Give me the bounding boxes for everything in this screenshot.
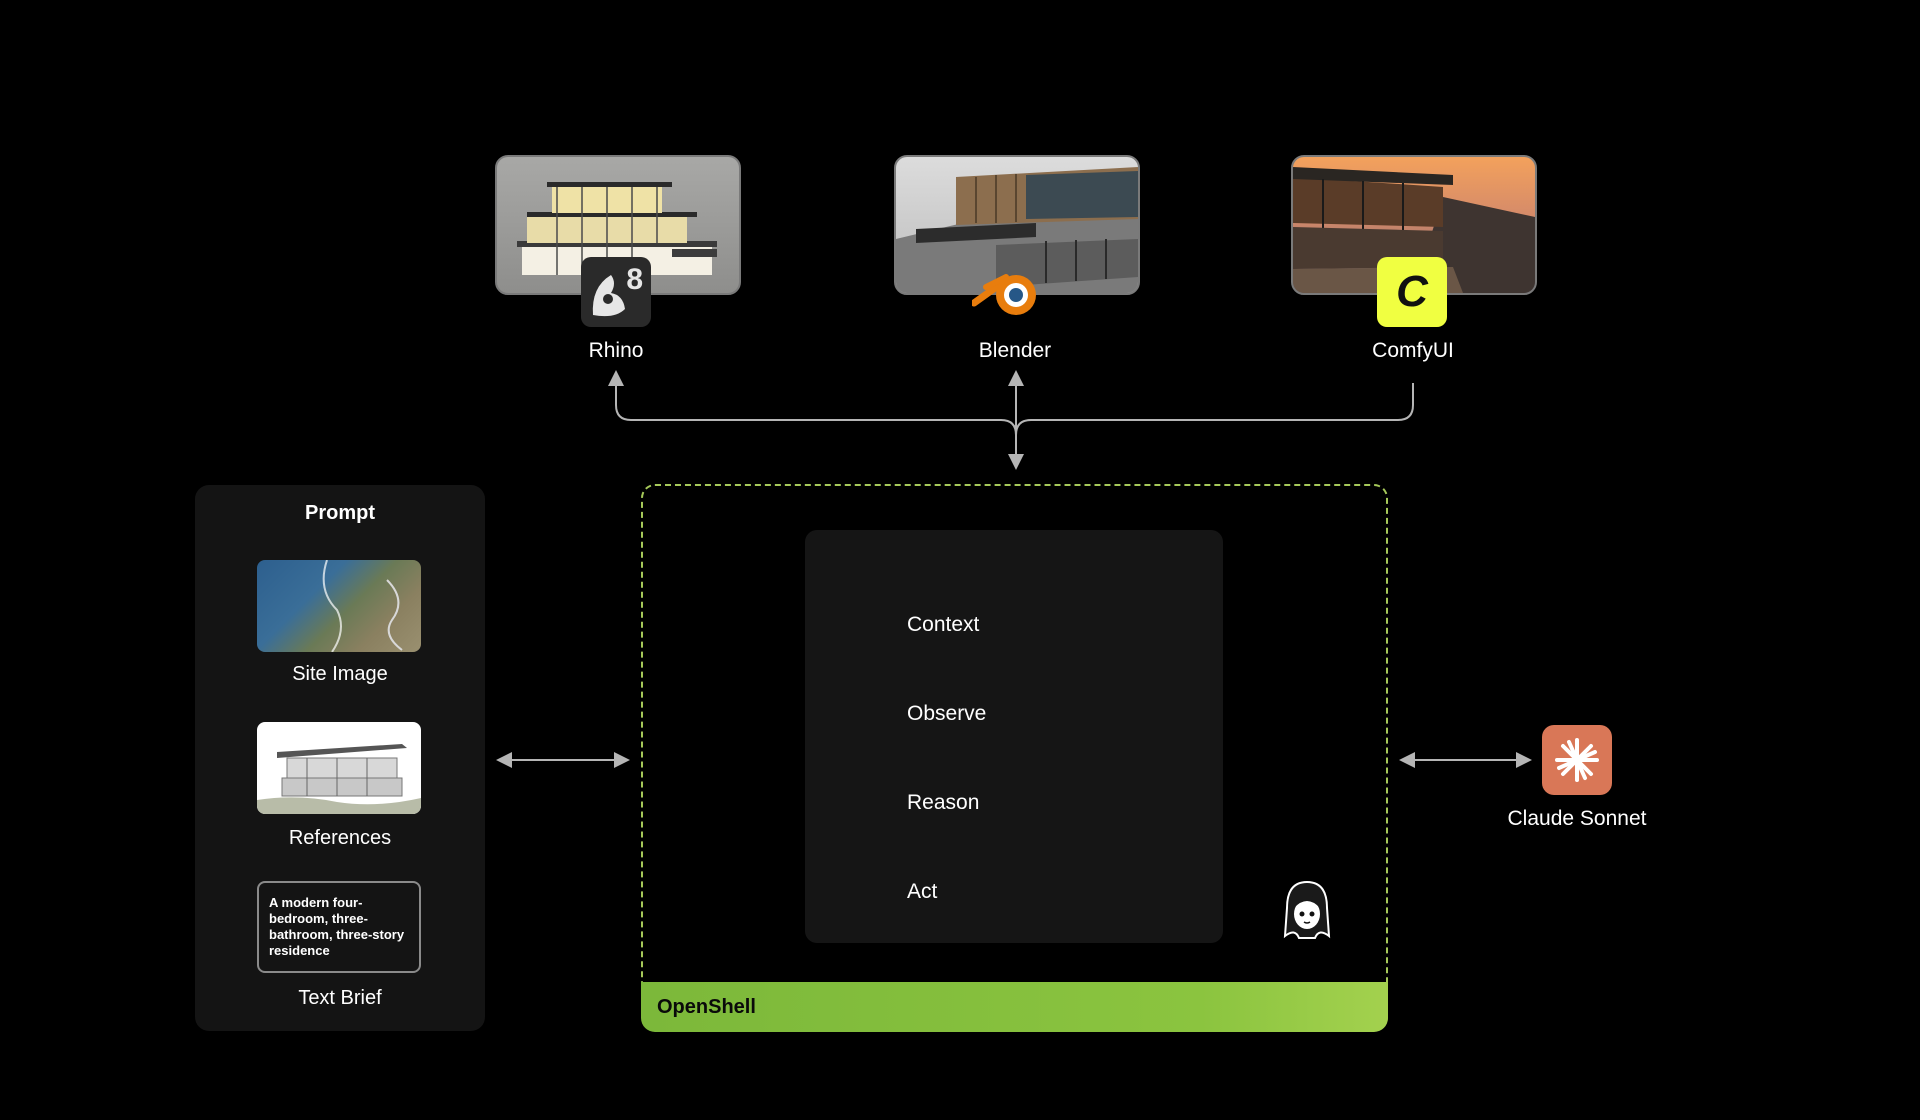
loop-step-act: Act bbox=[907, 880, 938, 903]
openshell-bar bbox=[641, 982, 1388, 1032]
rhino-render-thumbnail bbox=[495, 155, 741, 295]
agent-loop-box bbox=[805, 530, 1223, 943]
claude-sonnet-label: Claude Sonnet bbox=[1507, 807, 1647, 830]
prompt-title: Prompt bbox=[305, 502, 375, 524]
rhino-label: Rhino bbox=[588, 339, 644, 362]
openshell-label: OpenShell bbox=[657, 996, 756, 1018]
references-label: References bbox=[288, 827, 392, 849]
rhino-version-text: 8 bbox=[626, 263, 643, 296]
blender-label: Blender bbox=[978, 339, 1052, 362]
loop-step-context: Context bbox=[907, 613, 980, 636]
comfyui-connector bbox=[1015, 383, 1414, 436]
agent-mascot-icon bbox=[1279, 878, 1335, 944]
rhino-logo-icon: 8 bbox=[581, 257, 651, 327]
text-brief-card: A modern four-bedroom, three-bathroom, t… bbox=[257, 881, 421, 973]
blender-render-thumbnail bbox=[894, 155, 1140, 295]
site-image-thumbnail bbox=[257, 560, 421, 652]
blender-logo-icon bbox=[972, 257, 1042, 327]
text-brief-label: Text Brief bbox=[298, 987, 382, 1009]
claude-logo-icon bbox=[1542, 725, 1612, 795]
loop-step-observe: Observe bbox=[907, 702, 987, 725]
comfyui-logo-icon: C bbox=[1377, 257, 1447, 327]
prompt-panel: Prompt Site Image References A modern fo… bbox=[195, 485, 485, 1031]
references-thumbnail bbox=[257, 722, 421, 814]
comfyui-label: ComfyUI bbox=[1372, 339, 1454, 362]
loop-step-reason: Reason bbox=[907, 791, 980, 814]
rhino-connector bbox=[608, 370, 1017, 462]
comfyui-logo-text: C bbox=[1396, 267, 1428, 316]
site-image-label: Site Image bbox=[292, 663, 388, 685]
